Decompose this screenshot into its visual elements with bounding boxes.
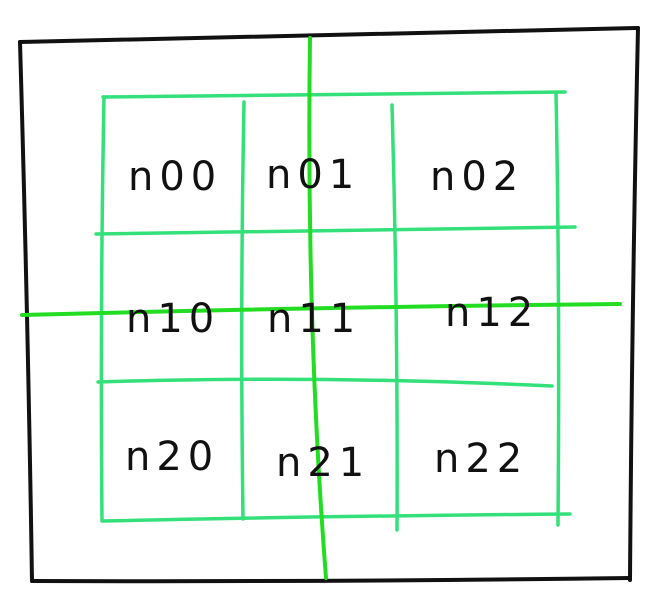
outer-frame xyxy=(18,26,640,584)
vertical-axis xyxy=(307,36,328,580)
grid-line-v1 xyxy=(99,95,106,523)
frame-bottom-edge xyxy=(30,576,632,584)
cell-label-n20: n20 xyxy=(125,434,219,480)
grid-line-v3 xyxy=(390,103,399,532)
grid-line-h1 xyxy=(101,90,567,99)
cell-label-n10: n10 xyxy=(126,296,220,342)
frame-right-edge xyxy=(628,26,640,582)
cell-label-n21: n21 xyxy=(276,440,370,486)
cell-label-n12: n12 xyxy=(445,290,539,336)
cell-label-n02: n02 xyxy=(430,154,524,200)
horizontal-axis xyxy=(20,302,622,317)
center-axes xyxy=(20,36,622,580)
cell-label-n00: n00 xyxy=(128,154,222,200)
grid-line-h3 xyxy=(96,377,554,388)
cell-label-n22: n22 xyxy=(434,436,528,482)
frame-left-edge xyxy=(18,40,34,583)
cell-labels: n00 n01 n02 n10 n11 n12 n20 n21 n22 xyxy=(125,152,539,486)
grid-line-h2 xyxy=(94,225,577,236)
grid-line-v4 xyxy=(554,90,561,527)
grid-line-h4 xyxy=(101,512,572,523)
frame-top-edge xyxy=(18,26,640,44)
cell-grid xyxy=(94,90,577,532)
cell-label-n11: n11 xyxy=(267,296,361,342)
cell-label-n01: n01 xyxy=(266,152,360,198)
